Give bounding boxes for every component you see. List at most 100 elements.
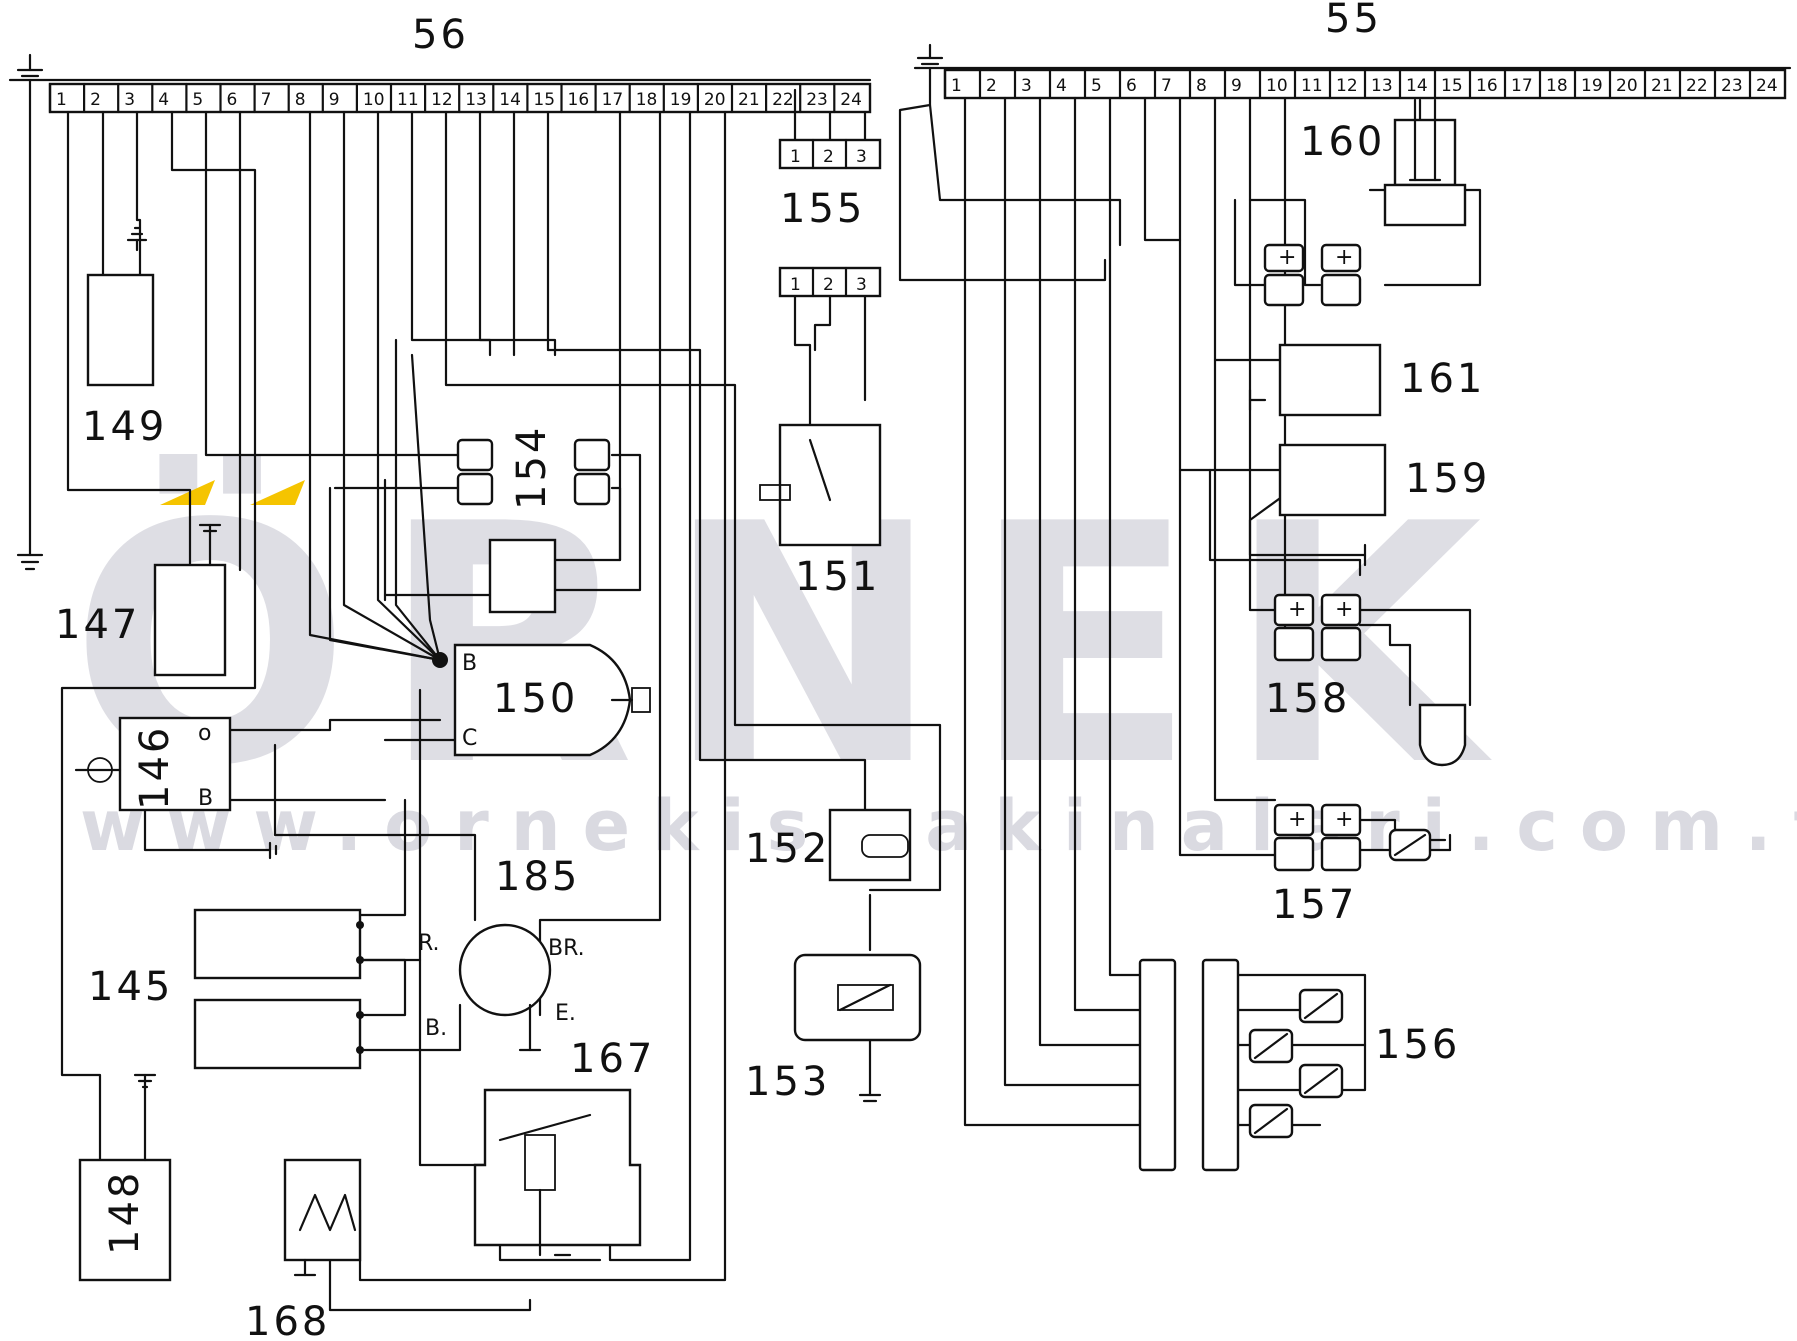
pin-label: 2: [986, 76, 997, 96]
pin-label: 3: [1021, 76, 1032, 96]
pin-label: 14: [1406, 76, 1428, 96]
watermark-accent-right: [250, 480, 305, 505]
pin-label: 19: [1581, 76, 1603, 96]
block-154-relay: [488, 538, 557, 614]
pin-label: 1: [56, 90, 67, 110]
block-161: [1278, 343, 1382, 417]
pin-label: 9: [1231, 76, 1242, 96]
label-148: 148: [102, 1170, 148, 1255]
component-151: 1 2 3 151: [759, 266, 882, 600]
alt-terminal-e: E.: [555, 1001, 576, 1026]
svg-text:+: +: [1335, 807, 1353, 832]
pin-label: 14: [499, 90, 521, 110]
watermark-brand: ÖRNEK: [70, 451, 1512, 838]
alt-terminal-br: BR.: [548, 936, 585, 961]
block-145-lower: [193, 998, 362, 1070]
component-150: B C 150: [432, 643, 651, 757]
pin-label: 11: [397, 90, 419, 110]
component-168: 168: [245, 1158, 362, 1341]
component-157: + + 157: [1272, 803, 1432, 928]
block-154-b: [456, 472, 494, 506]
svg-text:+: +: [1288, 597, 1306, 622]
connector-55-label: 55: [1325, 0, 1382, 42]
svg-text:1: 1: [790, 275, 801, 295]
component-149: 149: [82, 226, 167, 450]
label-161: 161: [1400, 356, 1485, 402]
pin-label: 17: [1511, 76, 1533, 96]
component-185: R. B. BR. E. 185: [418, 854, 585, 1052]
component-154: 154: [456, 425, 611, 614]
pin-label: 8: [1196, 76, 1207, 96]
block-156-left: [1138, 958, 1177, 1172]
pin-label: 10: [363, 90, 385, 110]
label-159: 159: [1405, 456, 1490, 502]
svg-text:B: B: [198, 786, 213, 811]
wiring-55: [898, 66, 1482, 1127]
pin-label: 13: [1371, 76, 1393, 96]
pin-label: 8: [295, 90, 306, 110]
pin-label: 5: [1091, 76, 1102, 96]
component-160: 160 + +: [1263, 98, 1467, 307]
component-148: 148: [78, 1073, 172, 1282]
pin-label: 19: [670, 90, 692, 110]
component-159: 159: [1278, 443, 1490, 517]
alt-terminal-r: R.: [418, 931, 440, 956]
pin-label: 5: [192, 90, 203, 110]
svg-text:1: 1: [790, 147, 801, 167]
component-167: 167: [473, 1036, 652, 1257]
pin-label: 4: [158, 90, 169, 110]
block-153: [793, 953, 922, 1042]
block-154-a: [456, 438, 494, 472]
pin-label: 7: [261, 90, 272, 110]
pin-label: 21: [738, 90, 760, 110]
pin-label: 12: [431, 90, 453, 110]
block-145-upper: [193, 908, 362, 980]
svg-text:3: 3: [856, 275, 867, 295]
svg-text:+: +: [1335, 245, 1353, 270]
pin-label: 24: [840, 90, 862, 110]
component-156: 156: [1138, 958, 1457, 1172]
block-154-c: [573, 438, 611, 472]
alternator-185: [458, 923, 552, 1017]
label-151: 151: [795, 554, 880, 600]
label-149: 149: [82, 404, 167, 450]
pin-label: 1: [951, 76, 962, 96]
component-153: 153: [745, 953, 922, 1105]
pin-label: 10: [1266, 76, 1288, 96]
block-156-right: [1201, 958, 1240, 1172]
svg-text:C: C: [462, 726, 477, 751]
alt-terminal-b: B.: [425, 1016, 447, 1041]
pin-label: 23: [1721, 76, 1743, 96]
pin-label: 13: [465, 90, 487, 110]
component-155: 1 2 3 155: [778, 138, 882, 232]
block-152: [828, 808, 912, 882]
component-161: 161: [1278, 343, 1485, 417]
label-168: 168: [245, 1299, 330, 1341]
block-146: [118, 716, 232, 812]
pin-label: 17: [602, 90, 624, 110]
svg-text:+: +: [1278, 245, 1296, 270]
pin-label: 7: [1161, 76, 1172, 96]
pin-label: 16: [1476, 76, 1498, 96]
block-149: [86, 273, 155, 387]
pin-label: 12: [1336, 76, 1358, 96]
label-147: 147: [55, 602, 140, 648]
block-151-terminal: [778, 266, 882, 298]
block-154-d: [573, 472, 611, 506]
connector-56-label: 56: [412, 12, 469, 58]
pin-label: 15: [1441, 76, 1463, 96]
block-155: [778, 138, 882, 170]
label-155: 155: [780, 186, 865, 232]
svg-text:3: 3: [856, 147, 867, 167]
component-147: 147: [55, 523, 227, 677]
pin-label: 15: [533, 90, 555, 110]
component-158: + + 158: [1265, 593, 1467, 767]
block-147: [153, 563, 227, 677]
pin-label: 20: [704, 90, 726, 110]
label-152: 152: [745, 826, 830, 872]
svg-text:+: +: [1288, 807, 1306, 832]
